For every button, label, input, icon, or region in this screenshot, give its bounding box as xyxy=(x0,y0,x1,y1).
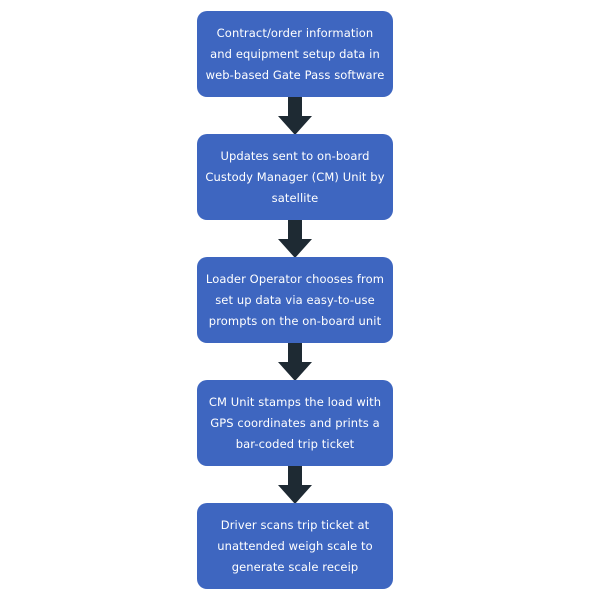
step-2-box: Updates sent to on-board Custody Manager… xyxy=(197,134,393,220)
step-1-text: Contract/order information and equipment… xyxy=(205,25,385,82)
down-arrow-icon xyxy=(278,466,312,504)
down-arrow-icon xyxy=(278,220,312,258)
down-arrow-icon xyxy=(278,343,312,381)
step-3-box: Loader Operator chooses from set up data… xyxy=(197,257,393,343)
step-3-text: Loader Operator chooses from set up data… xyxy=(205,271,385,328)
step-4-box: CM Unit stamps the load with GPS coordin… xyxy=(197,380,393,466)
step-5-box: Driver scans trip ticket at unattended w… xyxy=(197,503,393,589)
down-arrow-icon xyxy=(278,97,312,135)
step-2-text: Updates sent to on-board Custody Manager… xyxy=(205,148,385,205)
down-arrow-icon xyxy=(278,466,312,504)
step-4-text: CM Unit stamps the load with GPS coordin… xyxy=(208,394,382,451)
down-arrow-icon xyxy=(278,220,312,258)
down-arrow-icon xyxy=(278,97,312,135)
down-arrow-icon xyxy=(278,343,312,381)
step-5-text: Driver scans trip ticket at unattended w… xyxy=(217,517,373,574)
step-1-box: Contract/order information and equipment… xyxy=(197,11,393,97)
